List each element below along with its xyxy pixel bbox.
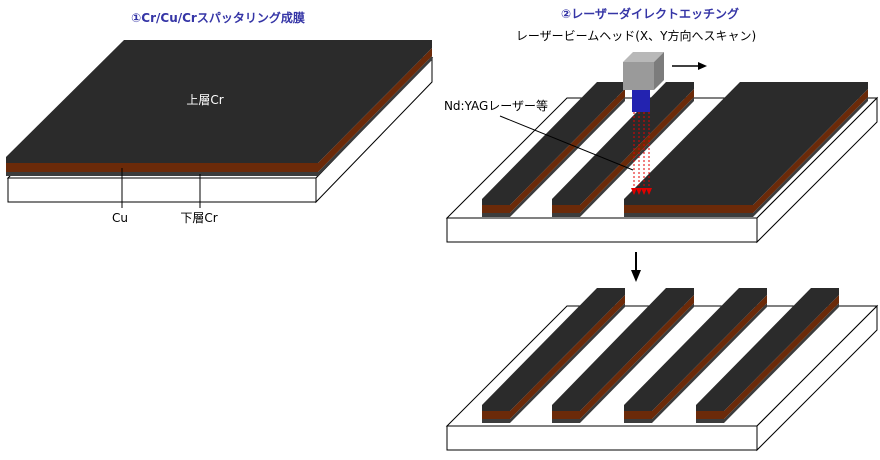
process-down-arrow [631,252,641,282]
step2-lower-stack [445,288,879,452]
step2-lower-substrate-front [446,425,758,451]
laser-head [623,52,664,112]
scan-direction-arrow [672,62,707,70]
lower-stripe-4 [696,288,839,423]
step1-top-cr-label: 上層Cr [186,93,223,107]
upper-remaining-film [624,82,868,217]
laser-head-top [623,52,664,62]
lower-stripe-1 [482,288,625,423]
lower-stripe-3 [624,288,767,423]
step1-title: ①Cr/Cu/Crスパッタリング成膜 [131,10,305,25]
laser-head-side [654,52,664,90]
laser-beams [633,112,650,188]
step1-top-cr-layer [6,40,432,163]
laser-head-label: レーザービームヘッド(X、Y方向へスキャン) [516,28,756,43]
step1-substrate-front [7,177,317,203]
step1-cu-label: Cu [112,211,128,225]
laser-type-label: Nd:YAGレーザー等 [444,99,548,113]
step2-title: ②レーザーダイレクトエッチング [561,6,739,21]
laser-nozzle [632,90,650,112]
upper-stripe-2 [552,82,694,217]
laser-type-leader [499,115,634,171]
step2-upper-substrate-front [446,217,758,243]
step1-stack: 上層Cr Cu 下層Cr [6,40,434,225]
lower-stripe-2 [552,288,694,423]
upper-stripe-1 [482,82,625,217]
laser-head-front [623,62,654,90]
step1-bottom-cr-label: 下層Cr [180,211,217,225]
step2-upper-stack: Nd:YAGレーザー等 [444,52,879,244]
laser-beam-arrowheads [631,188,652,195]
